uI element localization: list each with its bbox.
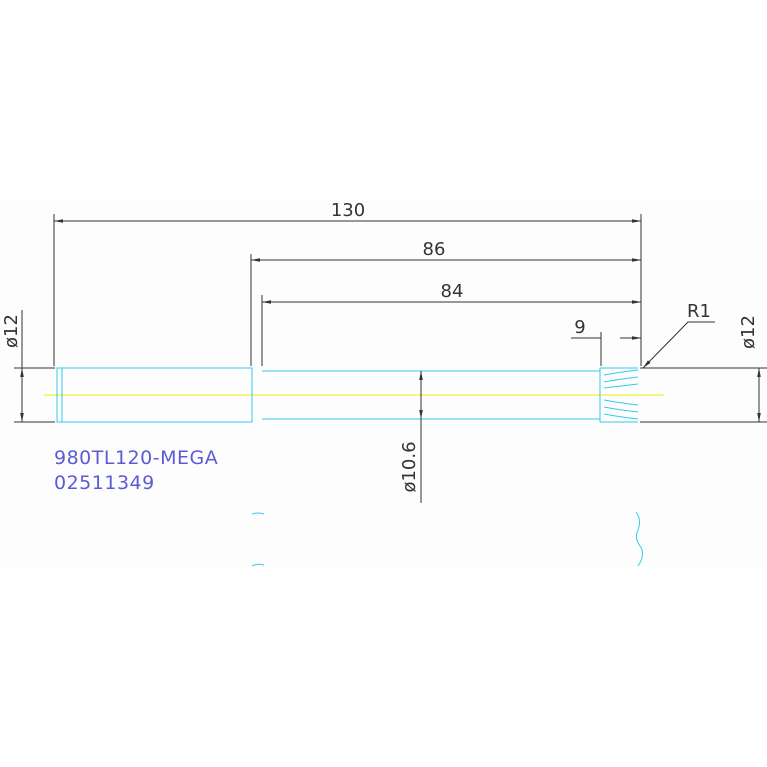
- dim-text-radius: R1: [687, 301, 711, 322]
- lower-view-right-profile: [635, 511, 644, 567]
- part-code-label: 02511349: [54, 472, 155, 494]
- part-outline: [56, 367, 644, 567]
- lower-view-left-arc: [251, 512, 265, 515]
- dim-text-left-diameter: ø12: [1, 314, 22, 348]
- cutting-head: [599, 367, 639, 423]
- dim-text-neck-diameter: ø10.6: [399, 441, 420, 492]
- dim-text-86: 86: [423, 239, 446, 260]
- dim-text-9: 9: [574, 317, 585, 338]
- dim-text-84: 84: [441, 281, 464, 302]
- radius-leader: [642, 321, 715, 369]
- dim-text-right-diameter: ø12: [738, 315, 759, 349]
- dimension-lines: [14, 214, 767, 503]
- part-number-label: 980TL120-MEGA: [54, 447, 218, 469]
- shank-section: [56, 367, 253, 423]
- lower-view-left-arc-2: [251, 563, 265, 567]
- dim-text-130: 130: [331, 200, 365, 221]
